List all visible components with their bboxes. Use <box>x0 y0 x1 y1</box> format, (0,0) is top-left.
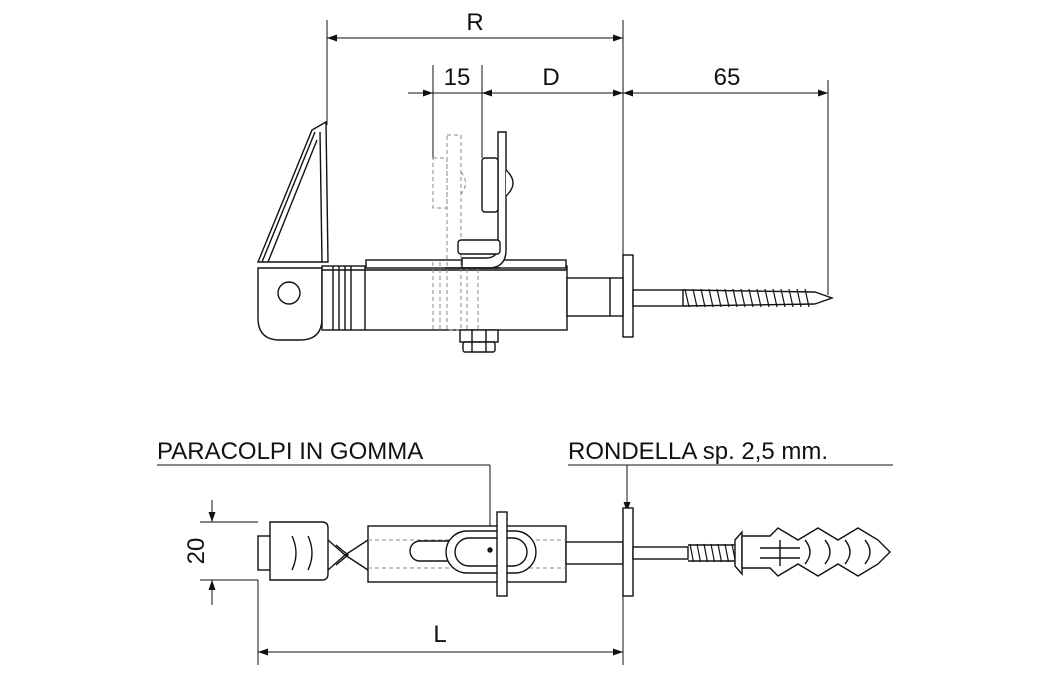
wall-plug-anchor <box>734 527 891 577</box>
dim-15-label: 15 <box>444 64 471 91</box>
hidden-lines <box>432 134 479 331</box>
main-body-bar <box>321 259 568 331</box>
hinge-eye <box>257 267 323 341</box>
plan-shaft-and-washer <box>565 507 689 597</box>
bottom-nut <box>459 329 499 353</box>
taper-connector <box>327 539 369 571</box>
dim-D-label: D <box>542 64 559 91</box>
plan-screw <box>688 543 737 563</box>
angled-bracket-arm <box>256 120 329 263</box>
plan-body <box>367 511 567 597</box>
side-view-drawing <box>256 20 835 353</box>
plan-view-drawing <box>157 464 893 665</box>
dim-L-label: L <box>433 621 446 648</box>
dimension-R <box>326 20 624 255</box>
dim-65-label: 65 <box>714 64 741 91</box>
washer-label: RONDELLA sp. 2,5 mm. <box>568 438 828 465</box>
dimension-L <box>257 580 624 665</box>
dim-20-label: 20 <box>183 538 210 565</box>
bumper-label: PARACOLPI IN GOMMA <box>157 438 423 465</box>
dimension-15-and-D <box>408 65 623 158</box>
bumper-head <box>257 521 329 581</box>
washer-flange <box>622 254 634 338</box>
dimension-65 <box>623 80 829 295</box>
label-leaders <box>157 464 893 550</box>
lag-screw <box>632 288 835 308</box>
upright-bracket <box>445 131 514 269</box>
dimension-20 <box>200 500 258 605</box>
dim-R-label: R <box>466 9 483 36</box>
